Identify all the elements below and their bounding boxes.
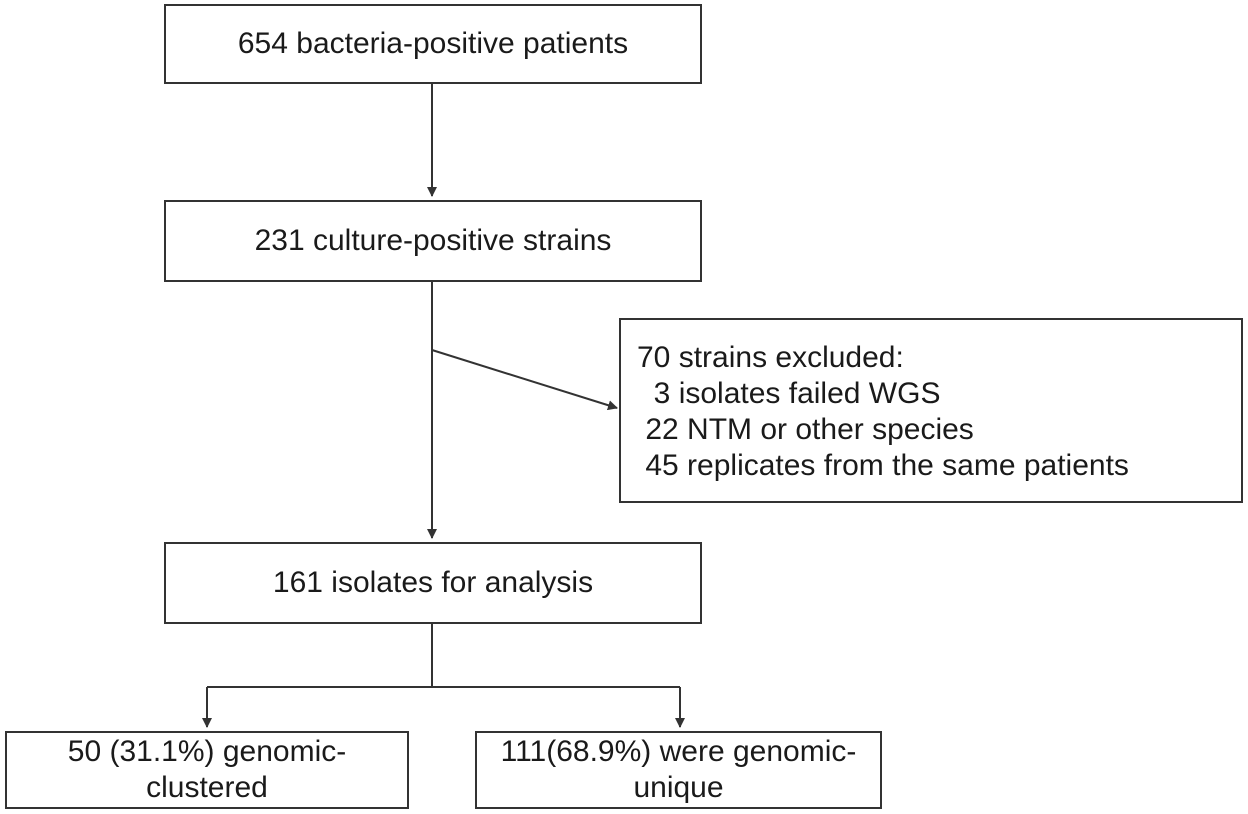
node-culture-positive-strains: 231 culture-positive strains bbox=[164, 200, 702, 282]
node-excluded-strains: 70 strains excluded: 3 isolates failed W… bbox=[619, 318, 1243, 503]
node-genomic-unique: 111(68.9%) were genomic- unique bbox=[475, 731, 882, 809]
excluded-item-failed-wgs: 3 isolates failed WGS bbox=[637, 377, 941, 410]
node-genomic-clustered: 50 (31.1%) genomic- clustered bbox=[5, 731, 409, 809]
node-label-line1: 111(68.9%) were genomic- bbox=[500, 735, 857, 768]
excluded-item-replicates: 45 replicates from the same patients bbox=[637, 449, 1129, 482]
node-bacteria-positive-patients: 654 bacteria-positive patients bbox=[164, 4, 702, 84]
excluded-item-ntm: 22 NTM or other species bbox=[637, 413, 974, 446]
node-label-line2: unique bbox=[633, 771, 724, 804]
node-label-line1: 50 (31.1%) genomic- bbox=[67, 735, 347, 768]
node-label-line2: clustered bbox=[146, 771, 268, 804]
node-label: 231 culture-positive strains bbox=[254, 224, 612, 257]
node-isolates-for-analysis: 161 isolates for analysis bbox=[164, 542, 702, 624]
excluded-title: 70 strains excluded: bbox=[637, 341, 904, 374]
node-label: 161 isolates for analysis bbox=[272, 566, 594, 599]
node-label: 654 bacteria-positive patients bbox=[237, 27, 629, 60]
arrow-to-excluded bbox=[431, 349, 618, 411]
